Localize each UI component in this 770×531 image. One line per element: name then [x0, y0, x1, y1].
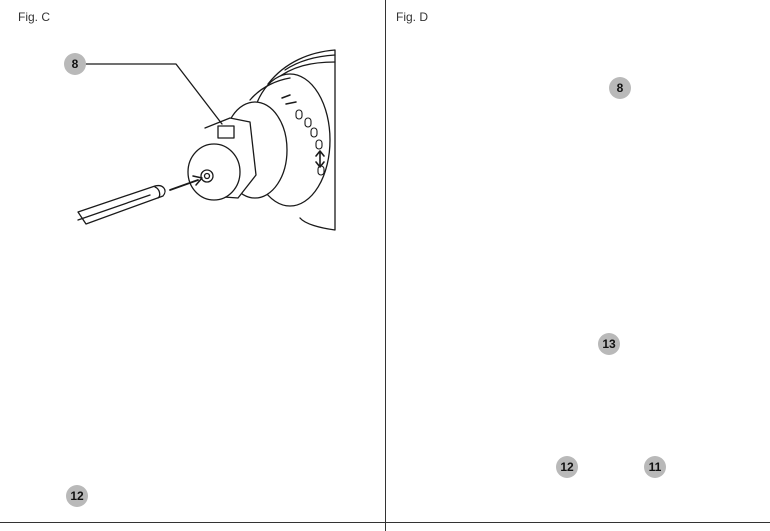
figure-c-label: Fig. C: [18, 10, 51, 24]
callout-13-fig-d: 13: [598, 333, 620, 355]
callout-8-fig-d: 8: [609, 77, 631, 99]
panel-divider-vertical: [385, 0, 386, 531]
panel-divider-horizontal: [0, 522, 770, 523]
callout-12-fig-d: 12: [556, 456, 578, 478]
figure-d-label: Fig. D: [396, 10, 429, 24]
callout-12-fig-c: 12: [66, 485, 88, 507]
fig-c-top-drill-illustration: [77, 49, 336, 231]
callout-8-fig-c: 8: [64, 53, 86, 75]
callout-11-fig-d: 11: [644, 456, 666, 478]
